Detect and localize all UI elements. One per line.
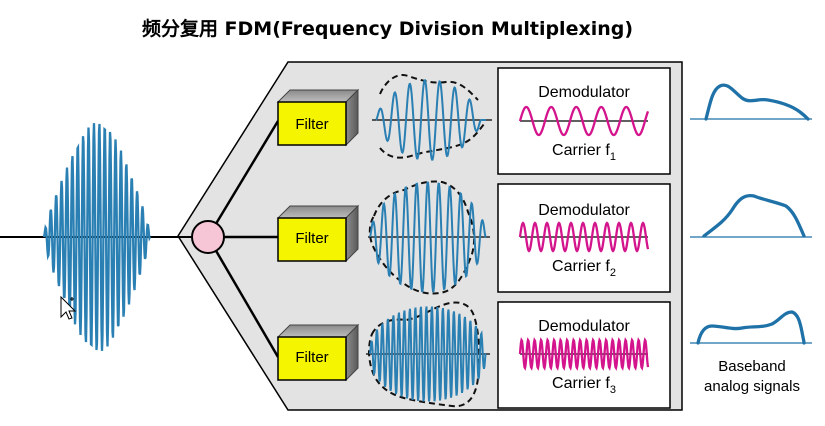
carrier-waveform-2 <box>518 221 650 253</box>
carrier-label-2: Carrier f2 <box>552 258 616 279</box>
carrier-label-1: Carrier f1 <box>552 142 616 163</box>
demodulator-box-2: Demodulator Carrier f2 <box>497 183 671 293</box>
filtered-waveform-2 <box>369 181 487 293</box>
baseband-signal-2 <box>690 193 812 238</box>
mouse-cursor-icon <box>60 295 77 320</box>
demodulator-label-3: Demodulator <box>538 318 630 335</box>
filtered-signal-3 <box>366 301 490 408</box>
filtered-signal-1 <box>372 74 492 161</box>
junction-node <box>191 220 225 254</box>
filter-box-2: Filter <box>276 204 360 263</box>
output-caption-line2: analog signals <box>704 378 800 395</box>
filter-label-3: Filter <box>295 349 328 366</box>
filter-box-3: Filter <box>276 323 360 382</box>
demodulator-label-1: Demodulator <box>538 84 630 101</box>
carrier-waveform-1 <box>518 105 650 137</box>
baseband-signal-3 <box>690 310 812 345</box>
demodulator-label-2: Demodulator <box>538 202 630 219</box>
carrier-label-3: Carrier f3 <box>552 375 616 396</box>
output-caption-line1: Baseband <box>718 358 786 375</box>
filter-label-1: Filter <box>295 116 328 133</box>
composite-signal-waveform <box>42 123 152 351</box>
filtered-signal-2 <box>368 180 490 295</box>
carrier-waveform-3 <box>518 337 650 371</box>
filtered-waveform-3 <box>369 306 487 402</box>
filtered-waveform-1 <box>375 79 486 161</box>
filter-box-1: Filter <box>276 88 360 147</box>
branch-line-1 <box>206 120 280 238</box>
branch-line-3 <box>206 236 280 358</box>
demodulator-box-3: Demodulator Carrier f3 <box>497 301 671 409</box>
demodulator-box-1: Demodulator Carrier f1 <box>497 67 671 175</box>
baseband-signal-1 <box>690 83 812 121</box>
filter-label-2: Filter <box>295 230 328 247</box>
diagram-title: 频分复用 FDM(Frequency Division Multiplexing… <box>141 18 634 40</box>
